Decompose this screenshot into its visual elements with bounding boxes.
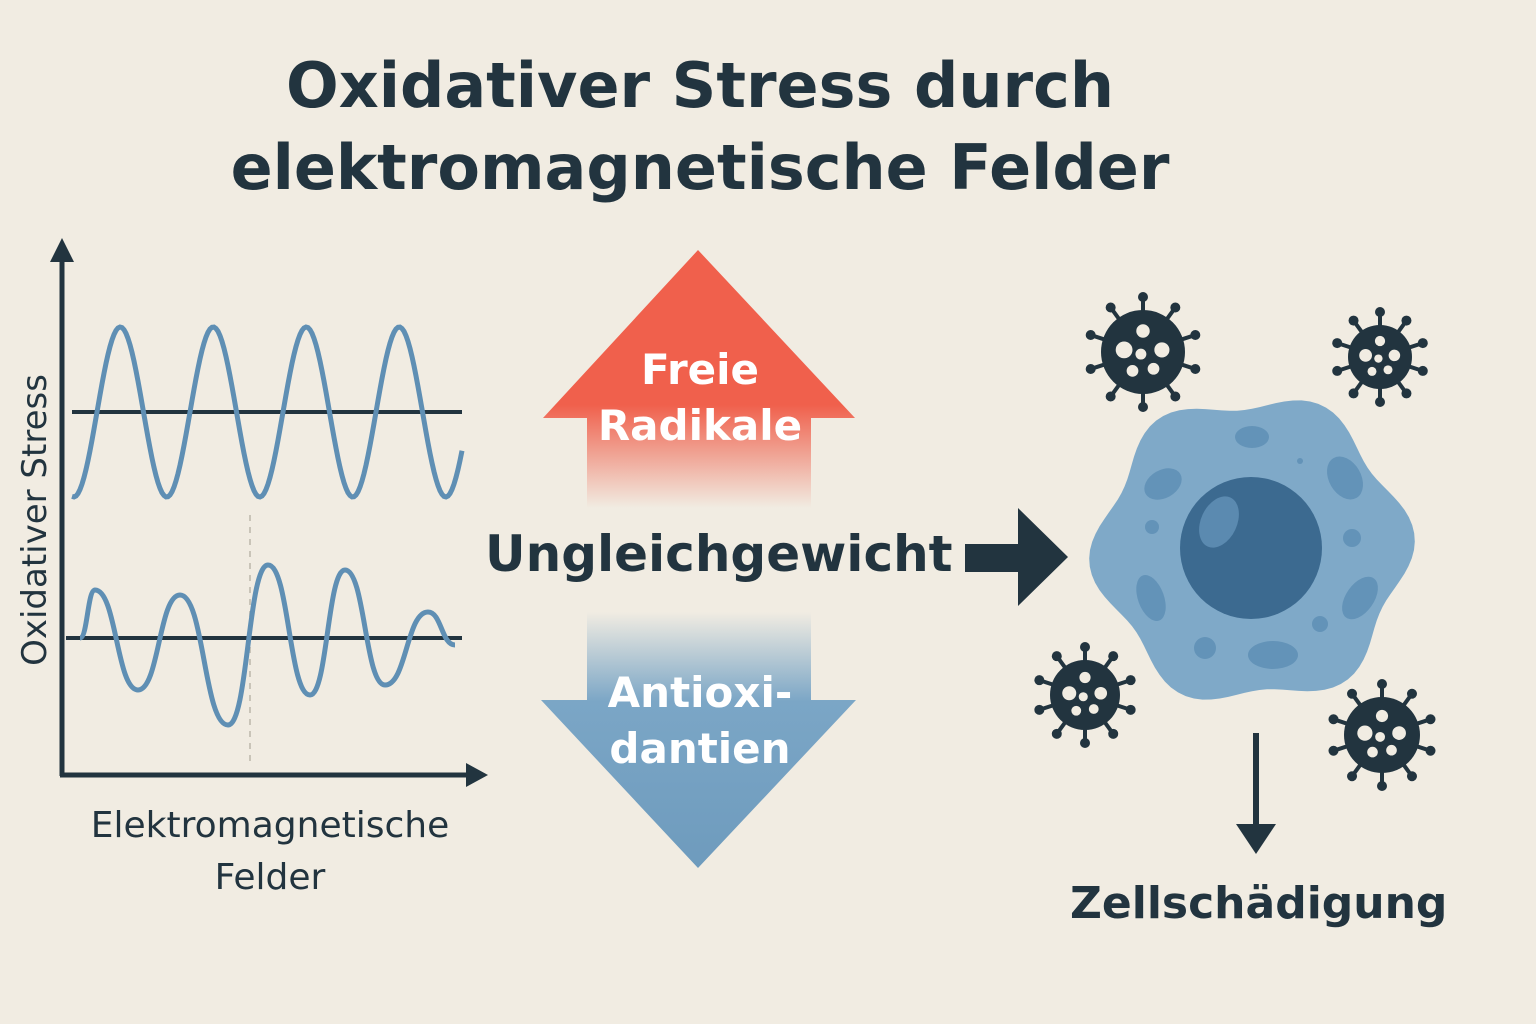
x-axis-label-line-2: Felder <box>214 857 326 898</box>
virus-icon <box>1332 307 1428 407</box>
arrow-right-icon <box>965 508 1068 606</box>
x-axis-label-line-1: Elektromagnetische <box>90 805 450 846</box>
virus-icon <box>1328 679 1436 791</box>
virus-icon <box>1085 292 1201 412</box>
y-axis-label: Oxidativer Stress <box>15 374 55 666</box>
imbalance-label: Ungleichgewicht <box>485 525 953 583</box>
cell-damage-label: Zellschädigung <box>1070 878 1448 929</box>
wave-bottom <box>77 562 456 728</box>
antioxidants-line-2: dantien <box>609 724 791 773</box>
page-title: Oxidativer Stress durch elektromagnetisc… <box>0 45 1400 209</box>
free-radicals-label: Freie Radikale <box>560 342 840 454</box>
title-line-2: elektromagnetische Felder <box>230 131 1170 204</box>
antioxidants-label: Antioxi- dantien <box>560 665 840 777</box>
free-radicals-line-1: Freie <box>640 345 760 394</box>
arrow-down-icon <box>1236 733 1276 854</box>
chart-axes <box>50 238 488 787</box>
free-radicals-line-2: Radikale <box>597 401 803 450</box>
antioxidants-line-1: Antioxi- <box>607 668 793 717</box>
arrow-up-free-radicals <box>543 250 855 508</box>
title-line-1: Oxidativer Stress durch <box>286 49 1114 122</box>
virus-icon <box>1034 642 1136 748</box>
arrow-down-antioxidants <box>541 612 856 868</box>
x-axis-label: Elektromagnetische Felder <box>60 800 480 904</box>
cell-icon <box>1089 400 1415 700</box>
wave-top <box>71 324 465 500</box>
